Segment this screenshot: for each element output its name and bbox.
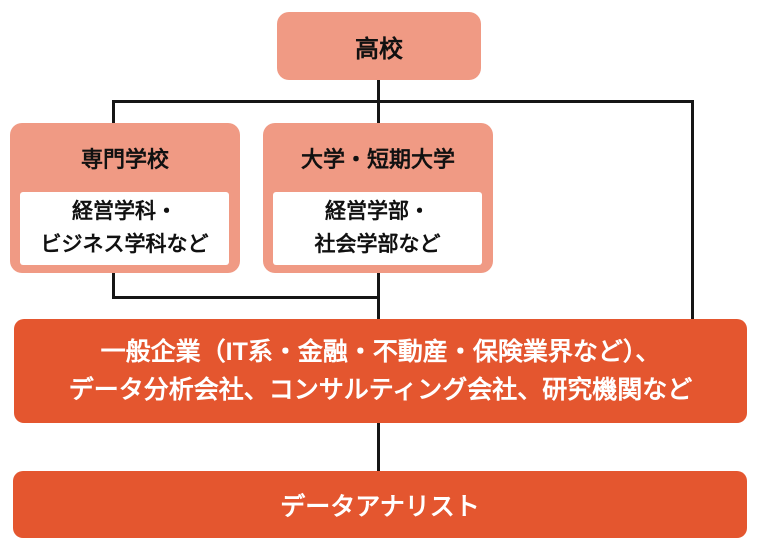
connector-employers-to-role [377, 423, 380, 471]
node-employers-line1: 一般企業（IT系・金融・不動産・保険業界など）、 [100, 338, 661, 366]
node-vocational-title: 専門学校 [80, 146, 169, 172]
connector-merge-horizontal [112, 296, 380, 299]
connector-university-out-down [377, 273, 380, 319]
node-university-detail: 経営学部・ 社会学部など [273, 192, 482, 265]
node-highschool: 高校 [277, 12, 481, 80]
node-university-detail-line2: 社会学部など [314, 232, 441, 256]
connector-direct-right-vertical [691, 100, 694, 319]
node-data-analyst-label: データアナリスト [280, 492, 480, 521]
node-vocational-detail-line2: ビジネス学科など [40, 232, 209, 256]
node-vocational-detail: 経営学科・ ビジネス学科など [20, 192, 229, 265]
connector-vocational-out-down [112, 273, 115, 299]
node-highschool-label: 高校 [355, 35, 403, 63]
node-university-title: 大学・短期大学 [300, 146, 455, 172]
connector-vocational-down [112, 100, 115, 123]
node-university-detail-line1: 経営学部・ [325, 199, 430, 223]
node-employers-line2: データ分析会社、コンサルティング会社、研究機関など [68, 376, 693, 404]
node-vocational-detail-line1: 経営学科・ [72, 199, 177, 223]
node-university: 大学・短期大学 経営学部・ 社会学部など [263, 123, 493, 273]
connector-top-horizontal [112, 100, 694, 103]
node-vocational-school: 専門学校 経営学科・ ビジネス学科など [10, 123, 240, 273]
node-employers: 一般企業（IT系・金融・不動産・保険業界など）、 データ分析会社、コンサルティン… [14, 319, 747, 423]
node-data-analyst: データアナリスト [13, 471, 747, 538]
